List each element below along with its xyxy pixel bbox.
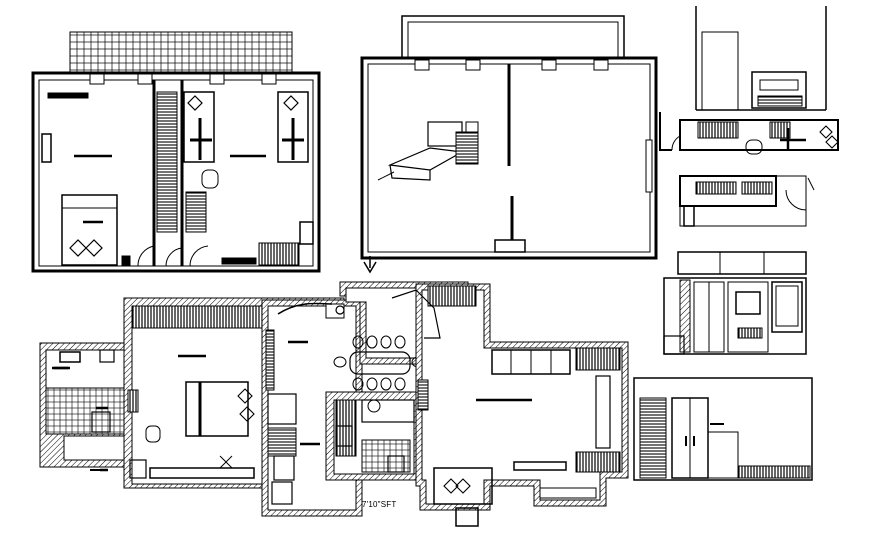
room-label-bars	[52, 366, 108, 472]
lounger-icon	[387, 147, 464, 171]
dining-table-icon	[349, 351, 411, 375]
upper-bedroom-plan	[31, 31, 321, 273]
wardrobe-elevation-2	[633, 377, 813, 481]
top-right-elevations	[659, 6, 839, 227]
bed-icon	[185, 381, 249, 437]
balcony-grid	[69, 31, 293, 75]
bed-elevation-icon	[751, 71, 807, 109]
area-label: 7'10"SFT	[362, 500, 397, 509]
entry-arrow-icon	[363, 261, 377, 274]
lounge-room-plan	[360, 15, 658, 260]
wardrobe-center	[156, 91, 178, 233]
double-bed-icon	[61, 194, 118, 266]
wardrobe-elevation	[663, 251, 807, 355]
main-floor-plan	[39, 256, 629, 527]
